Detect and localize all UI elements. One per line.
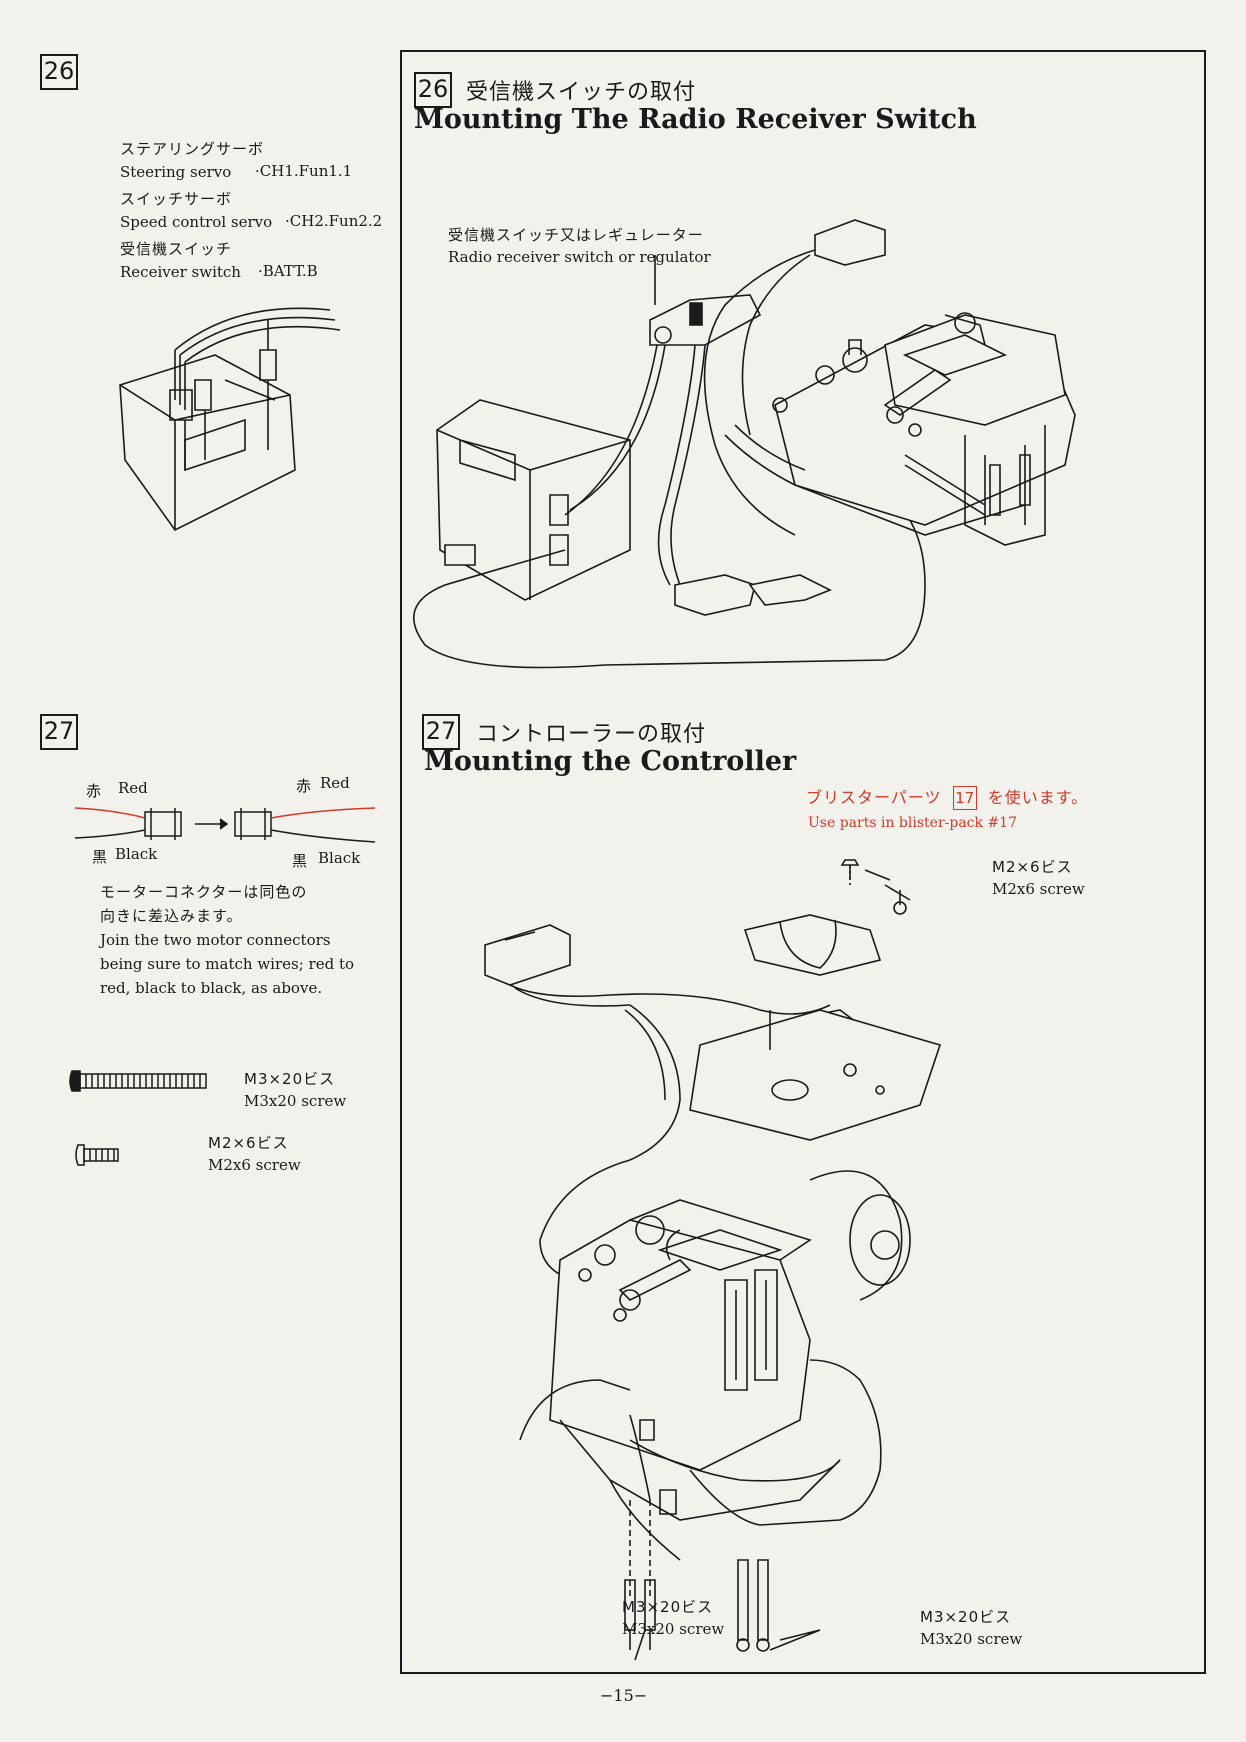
blister-en: Use parts in blister-pack #17: [808, 815, 1017, 831]
step-26-number-left: 26: [40, 54, 78, 90]
step-26-title-ja: 受信機スイッチの取付: [466, 80, 697, 105]
m3x20-callout-right: M3×20ビス M3x20 screw: [920, 1606, 1022, 1650]
step-27-title-en: Mounting the Controller: [424, 746, 797, 777]
m3x20-right-en: M3x20 screw: [920, 1630, 1023, 1648]
steering-servo-channel: ·CH1.Fun1.1: [255, 162, 353, 180]
main-instruction-panel: [400, 50, 1206, 1674]
speed-servo-en: Speed control servo: [120, 213, 273, 231]
callout-ja: 受信機スイッチ又はレギュレーター: [448, 226, 704, 244]
m3x20-callout-left: M3×20ビス M3x20 screw: [622, 1596, 724, 1640]
step-27-number-left: 27: [40, 714, 78, 750]
blister-pack-note: ブリスターパーツ 17 を使います。: [806, 784, 1088, 810]
note-en-line3: red, black to black, as above.: [100, 979, 323, 997]
receiver-plug-illustration: [115, 300, 375, 540]
m2x6-screw-icon: [76, 1143, 126, 1167]
m3x20-ja: M3×20ビス: [244, 1070, 336, 1088]
receiver-switch-illustration: [405, 205, 1195, 675]
m2x6-callout: M2×6ビス M2x6 screw: [992, 856, 1085, 900]
blister-ja-pre: ブリスターパーツ: [806, 788, 942, 807]
motor-connector-diagram: [75, 798, 375, 858]
note-ja-line1: モーターコネクターは同色の: [100, 883, 308, 901]
m3x20-en: M3x20 screw: [244, 1092, 347, 1110]
speed-servo-channel: ·CH2.Fun2.2: [285, 212, 383, 230]
black-label-ja-left: 黒: [92, 848, 109, 866]
m2x6-callout-ja: M2×6ビス: [992, 858, 1073, 876]
page-number: −15−: [600, 1686, 648, 1705]
note-ja-line2: 向きに差込みます。: [100, 907, 243, 925]
step-27-title-ja: コントローラーの取付: [476, 722, 707, 747]
controller-illustration: [480, 860, 1100, 1670]
motor-connector-note: モーターコネクターは同色の 向きに差込みます。 Join the two mot…: [100, 880, 400, 1000]
m3x20-screw-icon: [70, 1068, 210, 1094]
m2x6-ja: M2×6ビス: [208, 1134, 289, 1152]
m2x6-callout-en: M2x6 screw: [992, 880, 1085, 898]
receiver-switch-en: Receiver switch: [120, 263, 241, 281]
m2x6-screw-legend: M2×6ビス M2x6 screw: [208, 1132, 301, 1176]
black-label-en-right: Black: [318, 849, 361, 867]
receiver-switch-ja: 受信機スイッチ: [120, 240, 233, 258]
speed-servo-ja: スイッチサーボ: [120, 190, 233, 208]
m3x20-right-ja: M3×20ビス: [920, 1608, 1012, 1626]
step-26-title-en: Mounting The Radio Receiver Switch: [414, 104, 977, 135]
m3x20-left-ja: M3×20ビス: [622, 1598, 714, 1616]
receiver-switch-callout: 受信機スイッチ又はレギュレーター Radio receiver switch o…: [448, 224, 711, 268]
m2x6-en: M2x6 screw: [208, 1156, 301, 1174]
note-en-line1: Join the two motor connectors: [100, 931, 331, 949]
blister-ja-post: を使います。: [987, 788, 1089, 807]
note-en-line2: being sure to match wires; red to: [100, 955, 355, 973]
m3x20-screw-legend: M3×20ビス M3x20 screw: [244, 1068, 346, 1112]
steering-servo-ja: ステアリングサーボ: [120, 140, 265, 158]
red-label-ja-left: 赤: [86, 782, 103, 800]
callout-en: Radio receiver switch or regulator: [448, 248, 711, 266]
blister-number-box: 17: [952, 786, 977, 810]
red-label-en-right: Red: [320, 774, 350, 792]
servo-channel-list: ステアリングサーボ Steering servo ·CH1.Fun1.1 スイッ…: [120, 138, 410, 288]
steering-servo-en: Steering servo: [120, 163, 232, 181]
red-label-en-left: Red: [118, 779, 148, 797]
receiver-switch-channel: ·BATT.B: [258, 262, 318, 280]
black-label-en-left: Black: [115, 845, 158, 863]
red-label-ja-right: 赤: [296, 777, 313, 795]
step-26-number: 26: [414, 72, 452, 108]
m3x20-left-en: M3x20 screw: [622, 1620, 725, 1638]
step-27-number: 27: [422, 714, 460, 750]
black-label-ja-right: 黒: [292, 852, 309, 870]
